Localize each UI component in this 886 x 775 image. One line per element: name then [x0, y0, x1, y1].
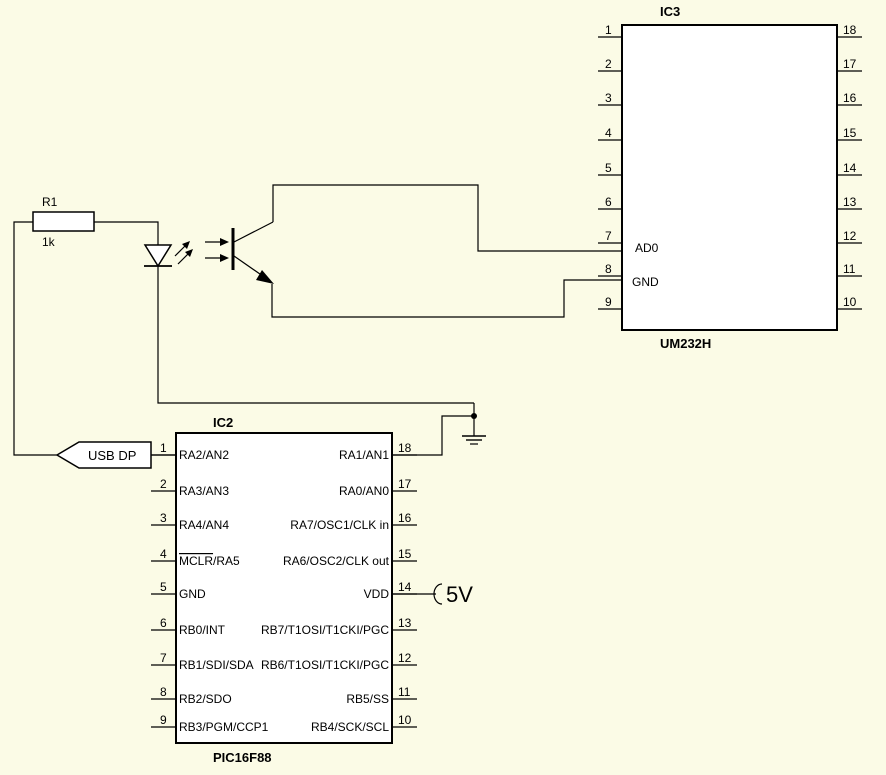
ic2-pin-label: RB4/SCK/SCL [311, 720, 389, 734]
wire-ra1-to-ground [392, 415, 474, 456]
ic3-pin-number: 11 [843, 262, 856, 276]
ic2-pin-label: RB3/PGM/CCP1 [179, 720, 269, 734]
ic3-pin-number: 3 [605, 91, 612, 105]
light-input-arrows-icon [205, 238, 229, 262]
ic3-pin-number: 4 [605, 126, 612, 140]
ic2-pin-label: RA0/AN0 [339, 484, 389, 498]
phototransistor [205, 221, 274, 284]
ic3-pin-number: 15 [843, 126, 857, 140]
ic2-pin-label: RA4/AN4 [179, 518, 229, 532]
ic3-pin-number: 1 [605, 23, 612, 37]
ic2-name: IC2 [213, 415, 233, 430]
ic2-pin-label: RB0/INT [179, 623, 226, 637]
ic2-pin-number: 17 [398, 477, 412, 491]
ic2-pin-number: 4 [160, 547, 167, 561]
led [143, 241, 193, 268]
ic2-pin-label: RA2/AN2 [179, 448, 229, 462]
ic2-pin-label: RB7/T1OSI/T1CKI/PGC [261, 623, 389, 637]
ic3-pin-number: 2 [605, 57, 612, 71]
ic2-pin-label: GND [179, 587, 206, 601]
ic3-right-pins: 18 17 16 15 14 13 12 11 10 [837, 23, 862, 310]
ic2-pin-number: 2 [160, 477, 167, 491]
ic3-pin-number: 5 [605, 161, 612, 175]
ic2-pin-label: RA6/OSC2/CLK out [283, 554, 390, 568]
ic2-pin-number: 13 [398, 616, 412, 630]
ic2-pin-number: 3 [160, 511, 167, 525]
ic3-name: IC3 [660, 4, 680, 19]
ic3-pin-number: 16 [843, 91, 857, 105]
ic3-part: UM232H [660, 336, 711, 351]
transistor-collector [233, 221, 274, 243]
led-emission-arrows-icon [174, 241, 193, 265]
ic2-body [175, 432, 393, 744]
ground-symbol [462, 403, 486, 445]
wire-r1-to-led [94, 221, 159, 245]
resistor-body [32, 211, 95, 232]
r1-value: 1k [42, 235, 56, 249]
ic2-part: PIC16F88 [213, 750, 272, 765]
ic2-pin-number: 5 [160, 580, 167, 594]
resistor-r1: R1 1k [32, 195, 95, 249]
ic3-pin7-label: AD0 [635, 241, 659, 255]
ic2-pin-label: RB2/SDO [179, 692, 232, 706]
ic3-pin-number: 10 [843, 295, 857, 309]
ic2-pin-label: RB6/T1OSI/T1CKI/PGC [261, 658, 389, 672]
ic2-pin-number: 15 [398, 547, 412, 561]
supply-5v-label: 5V [446, 582, 473, 607]
ic2-pin-number: 16 [398, 511, 412, 525]
ic3-pin-number: 18 [843, 23, 857, 37]
ic2-pin-number: 9 [160, 713, 167, 727]
ic2-pin-label: MCLR/RA5 [179, 554, 240, 568]
ic3-left-pins: 1 2 3 4 5 6 7 8 9 [598, 23, 622, 310]
ic2-pin-number: 6 [160, 616, 167, 630]
ic2-pin-label: RA7/OSC1/CLK in [290, 518, 389, 532]
ic3-pin-number: 7 [605, 229, 612, 243]
wire-emitter-to-gnd [271, 279, 622, 318]
ic3-pin8-label: GND [632, 275, 659, 289]
ic2-pin-number: 10 [398, 713, 412, 727]
emitter-arrow-icon [256, 270, 274, 284]
ic2-pin-number: 11 [398, 685, 411, 699]
wire-collector-to-ad0 [272, 184, 622, 252]
ic2-pin-label: VDD [364, 587, 390, 601]
ic3-pin-number: 6 [605, 195, 612, 209]
supply-5v: 5V [433, 582, 473, 607]
ic2-pin-label: RA3/AN3 [179, 484, 229, 498]
ic3-pin-number: 13 [843, 195, 857, 209]
r1-name: R1 [42, 195, 58, 209]
ic2-pin-number: 12 [398, 651, 412, 665]
usb-dp-label: USB DP [88, 448, 136, 463]
ic3-pin-number: 14 [843, 161, 857, 175]
usb-dp-port: USB DP [55, 441, 152, 469]
ic2-pin-number: 7 [160, 651, 167, 665]
wire-led-to-ground [157, 266, 474, 404]
ic2-pin-label: RB1/SDI/SDA [179, 658, 254, 672]
ic2-pin-number: 18 [398, 441, 412, 455]
ic2-pin-label: RA1/AN1 [339, 448, 389, 462]
ic3-body [621, 24, 838, 331]
wire-r1-to-usb [13, 221, 57, 456]
ic2-pin-label: RB5/SS [346, 692, 389, 706]
ic2-pin-number: 8 [160, 685, 167, 699]
ic3-pin-number: 9 [605, 295, 612, 309]
ic3-pin-number: 8 [605, 262, 612, 276]
ic3-pin-number: 12 [843, 229, 857, 243]
ic2-pin-number: 14 [398, 580, 412, 594]
led-triangle [143, 244, 173, 268]
ic3-pin-number: 17 [843, 57, 857, 71]
ic2-pin-number: 1 [160, 441, 167, 455]
